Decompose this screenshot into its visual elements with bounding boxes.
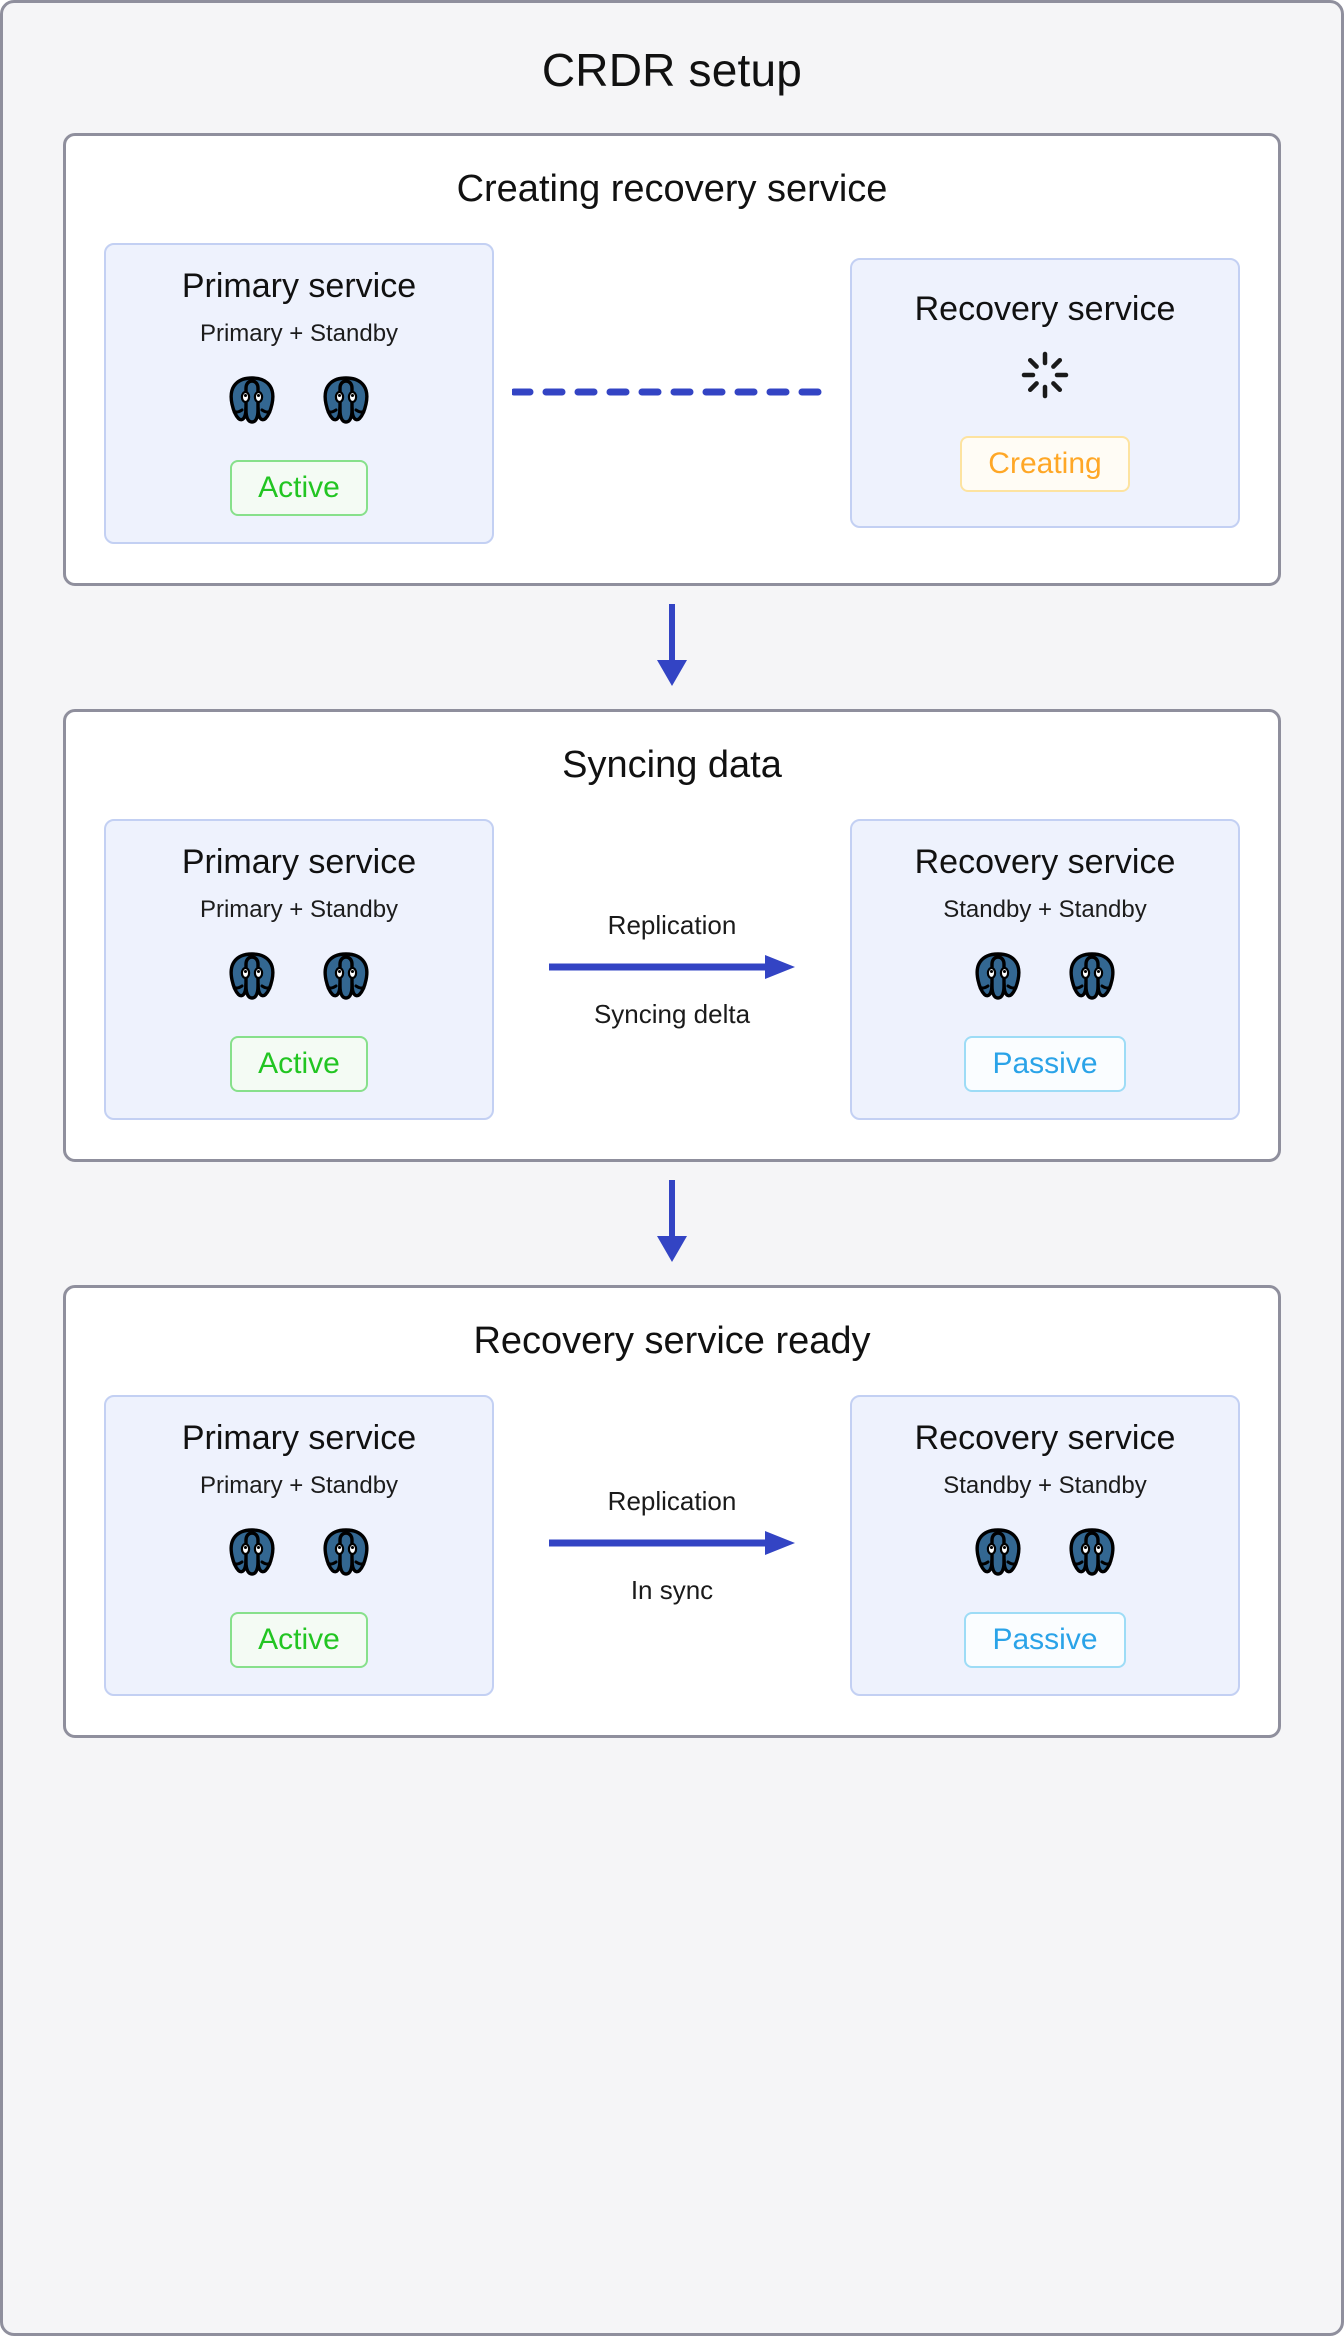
connector-label-top: Replication xyxy=(607,1485,737,1516)
down-arrow-icon xyxy=(652,602,692,693)
postgres-elephant-icon xyxy=(314,1522,378,1586)
stage-panel-ready: Recovery service ready Primary service P… xyxy=(63,1285,1281,1738)
status-badge: Active xyxy=(230,1035,368,1092)
node-row xyxy=(220,370,378,434)
stage-panel-creating: Creating recovery service Primary servic… xyxy=(63,133,1281,586)
recovery-service-card[interactable]: Recovery service Standby + Standby xyxy=(850,818,1240,1120)
card-subtitle: Standby + Standby xyxy=(943,1471,1147,1499)
card-title: Recovery service xyxy=(914,290,1176,328)
card-title: Primary service xyxy=(181,266,417,305)
card-subtitle: Primary + Standby xyxy=(199,319,399,347)
page-title: CRDR setup xyxy=(541,44,803,96)
card-title: Recovery service xyxy=(914,1418,1176,1457)
status-badge: Creating xyxy=(960,436,1130,492)
flow-arrow-1 xyxy=(3,586,1341,709)
stage-body: Primary service Primary + Standby xyxy=(66,809,1278,1129)
stage-panel-syncing: Syncing data Primary service Primary + S… xyxy=(63,709,1281,1162)
status-badge: Active xyxy=(230,459,368,516)
replication-connector-dashed xyxy=(494,308,850,478)
postgres-elephant-icon xyxy=(966,946,1030,1010)
stage-title: Creating recovery service xyxy=(456,168,888,210)
card-title: Recovery service xyxy=(914,842,1176,881)
connector-label-bottom: Syncing delta xyxy=(593,998,751,1029)
primary-service-card[interactable]: Primary service Primary + Standby xyxy=(104,242,494,544)
dashed-link-icon xyxy=(510,384,834,402)
right-arrow-icon xyxy=(547,954,797,985)
connector-label-bottom: In sync xyxy=(630,1574,714,1605)
node-row xyxy=(220,1522,378,1586)
stage-list: Creating recovery service Primary servic… xyxy=(3,133,1341,1738)
connector-label-top: Replication xyxy=(607,909,737,940)
postgres-elephant-icon xyxy=(314,946,378,1010)
postgres-elephant-icon xyxy=(314,370,378,434)
spinner-icon xyxy=(1019,349,1071,406)
primary-service-card[interactable]: Primary service Primary + Standby xyxy=(104,1394,494,1696)
postgres-elephant-icon xyxy=(220,1522,284,1586)
postgres-elephant-icon xyxy=(966,1522,1030,1586)
primary-service-card[interactable]: Primary service Primary + Standby xyxy=(104,818,494,1120)
node-row xyxy=(966,1522,1124,1586)
down-arrow-icon xyxy=(652,1178,692,1269)
status-badge: Passive xyxy=(964,1611,1126,1668)
node-row xyxy=(220,946,378,1010)
postgres-elephant-icon xyxy=(1060,1522,1124,1586)
card-subtitle: Primary + Standby xyxy=(199,895,399,923)
flow-arrow-2 xyxy=(3,1162,1341,1285)
status-badge: Passive xyxy=(964,1035,1126,1092)
replication-connector: Replication In sync xyxy=(494,1460,850,1630)
postgres-elephant-icon xyxy=(220,370,284,434)
stage-title: Syncing data xyxy=(562,744,782,786)
stage-body: Primary service Primary + Standby xyxy=(66,1385,1278,1705)
node-row xyxy=(966,946,1124,1010)
card-subtitle: Primary + Standby xyxy=(199,1471,399,1499)
stage-title: Recovery service ready xyxy=(473,1320,871,1362)
right-arrow-icon xyxy=(547,1530,797,1561)
recovery-service-card[interactable]: Recovery service Standby + Standby xyxy=(850,1394,1240,1696)
card-subtitle: Standby + Standby xyxy=(943,895,1147,923)
status-badge: Active xyxy=(230,1611,368,1668)
card-title: Primary service xyxy=(181,1418,417,1457)
postgres-elephant-icon xyxy=(220,946,284,1010)
recovery-service-card[interactable]: Recovery service xyxy=(850,258,1240,528)
replication-connector: Replication Syncing delta xyxy=(494,884,850,1054)
postgres-elephant-icon xyxy=(1060,946,1124,1010)
stage-body: Primary service Primary + Standby xyxy=(66,233,1278,553)
card-title: Primary service xyxy=(181,842,417,881)
